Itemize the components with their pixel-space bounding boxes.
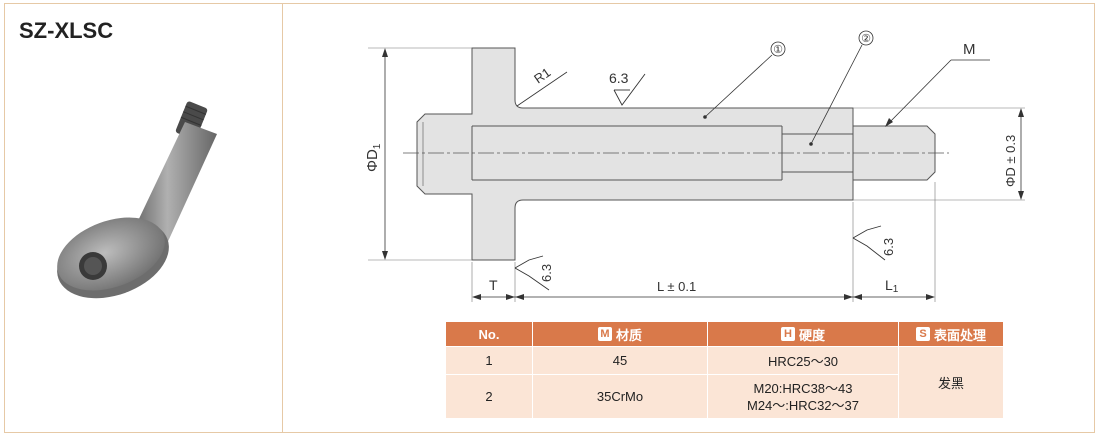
row-hardness: M20:HRC38～43 M24～:HRC32～37 bbox=[707, 374, 899, 419]
material-badge-icon: M bbox=[597, 327, 612, 341]
t-label: T bbox=[489, 277, 498, 293]
svg-text:6.3: 6.3 bbox=[609, 70, 629, 86]
surface-treatment: 发黑 bbox=[898, 346, 1004, 419]
svg-text:②: ② bbox=[861, 33, 871, 45]
product-photo bbox=[57, 101, 217, 299]
callout-2: ② bbox=[809, 30, 874, 146]
row-hardness: HRC25～30 bbox=[707, 346, 899, 375]
phi-d1-label: ΦD1 bbox=[364, 143, 383, 172]
row-no: 2 bbox=[445, 374, 533, 419]
table-row: 2 35CrMo M20:HRC38～43 M24～:HRC32～37 bbox=[445, 374, 1004, 419]
product-panel: SZ-XLSC bbox=[5, 4, 283, 432]
row-no: 1 bbox=[445, 346, 533, 375]
product-code: SZ-XLSC bbox=[19, 18, 114, 43]
technical-drawing: ΦD1 ΦD ± 0.3 T L ± 0.1 L1 bbox=[364, 30, 1025, 302]
part-body bbox=[416, 47, 854, 261]
callout-1: ① bbox=[703, 41, 786, 119]
roughness-top: 6.3 bbox=[609, 70, 646, 106]
row-material: 35CrMo bbox=[532, 374, 708, 419]
product-card: SZ-XLSC bbox=[4, 3, 1095, 433]
hardness-line: M24～:HRC32～37 bbox=[747, 397, 859, 413]
table-row: 1 45 HRC25～30 发黑 bbox=[445, 346, 1004, 419]
surface-badge-icon: S bbox=[915, 327, 930, 341]
roughness-right: 6.3 bbox=[852, 225, 896, 261]
l1-label: L1 bbox=[885, 277, 899, 295]
thread-label: M bbox=[885, 41, 990, 127]
roughness-bottom-left: 6.3 bbox=[514, 255, 554, 291]
header-no: No. bbox=[445, 321, 533, 347]
hardness-badge-icon: H bbox=[780, 327, 795, 341]
svg-text:M: M bbox=[963, 41, 976, 58]
l-label: L ± 0.1 bbox=[657, 279, 696, 294]
phi-d-label: ΦD ± 0.3 bbox=[1003, 135, 1018, 187]
hardness-line: M20:HRC38～43 bbox=[753, 380, 853, 396]
svg-text:6.3: 6.3 bbox=[539, 264, 554, 282]
svg-text:6.3: 6.3 bbox=[881, 238, 896, 256]
svg-text:①: ① bbox=[773, 44, 783, 56]
row-material: 45 bbox=[532, 346, 708, 375]
